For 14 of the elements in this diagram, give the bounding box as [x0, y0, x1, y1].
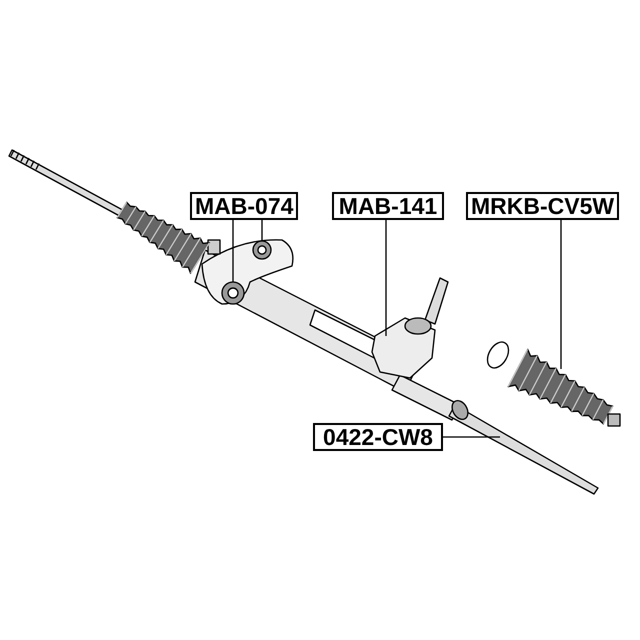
bushing — [221, 281, 245, 305]
leader-line — [443, 436, 500, 438]
part-number: 0422-CW8 — [313, 423, 443, 451]
leader-line — [261, 220, 263, 241]
pinion-housing — [371, 317, 436, 379]
leader-line — [232, 220, 234, 282]
part-number: MRKB-CV5W — [466, 192, 620, 220]
rack-boot — [508, 348, 621, 427]
part-number: MAB-074 — [190, 192, 298, 220]
leader-line — [385, 220, 387, 336]
tie-rod — [448, 400, 599, 495]
bushing — [252, 240, 272, 260]
leader-line — [560, 220, 562, 369]
part-number: MAB-141 — [332, 192, 444, 220]
